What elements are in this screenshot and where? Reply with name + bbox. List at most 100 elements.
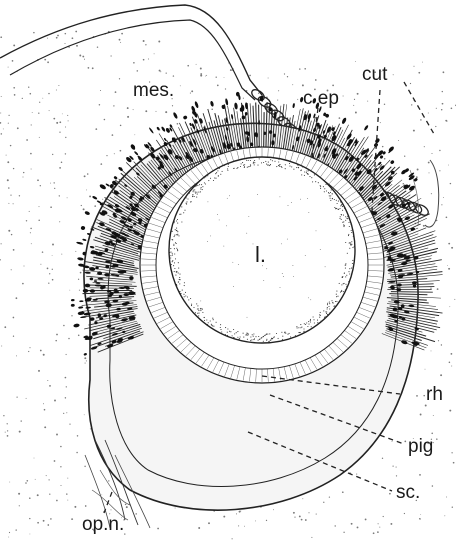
- lens-dot: [305, 255, 306, 256]
- lens-dot: [302, 166, 303, 167]
- lens-dot: [268, 341, 269, 342]
- mes-dot: [47, 38, 48, 39]
- lens-dot: [344, 273, 345, 274]
- lens-dot: [219, 168, 220, 169]
- lens-dot: [282, 339, 283, 340]
- lens-dot: [266, 339, 267, 340]
- lens-dot: [336, 294, 337, 295]
- mes-dot: [302, 498, 303, 499]
- lens-dot: [336, 291, 337, 292]
- lens-dot: [177, 223, 178, 224]
- mes-dot: [180, 85, 181, 86]
- lens-dot: [297, 164, 298, 165]
- mes-dot: [156, 111, 157, 112]
- mes-dot: [13, 203, 14, 204]
- lens-dot: [172, 260, 173, 261]
- pigment-dot: [114, 289, 118, 291]
- mes-dot: [43, 403, 44, 404]
- mes-dot: [435, 126, 436, 127]
- pigment-dot: [169, 124, 173, 128]
- lens-dot: [328, 192, 329, 193]
- mes-dot: [52, 279, 54, 281]
- lens-dot: [351, 244, 352, 245]
- mes-dot: [430, 288, 431, 289]
- lens-dot: [176, 234, 177, 235]
- lens-dot: [255, 336, 256, 337]
- lens-dot: [233, 286, 234, 287]
- lens-dot: [176, 228, 177, 229]
- pigment-dot: [390, 160, 395, 165]
- mes-dot: [67, 500, 68, 501]
- mes-dot: [77, 435, 78, 436]
- mes-dot: [133, 109, 134, 110]
- lens-dot: [194, 196, 195, 197]
- lens-dot: [193, 190, 194, 191]
- mes-dot: [11, 234, 12, 235]
- mes-dot: [56, 500, 58, 502]
- lens-dot: [174, 271, 175, 272]
- lens-dot: [196, 303, 197, 304]
- lens-dot: [215, 173, 216, 174]
- mes-dot: [22, 283, 24, 285]
- mes-dot: [353, 105, 354, 106]
- mes-dot: [441, 344, 442, 345]
- lens-dot: [210, 178, 211, 179]
- lens-dot: [324, 188, 325, 189]
- lens-dot: [342, 210, 343, 211]
- mes-dot: [83, 208, 85, 210]
- pigment-dot: [231, 114, 234, 119]
- mes-dot: [419, 474, 421, 476]
- lens-dot: [201, 184, 202, 185]
- lens-dot: [250, 160, 251, 161]
- pigment-dot: [107, 290, 111, 292]
- mes-dot: [439, 170, 440, 171]
- mes-dot: [65, 137, 66, 138]
- lens-dot: [348, 271, 349, 272]
- lens-dot: [172, 255, 173, 256]
- mes-dot: [255, 520, 256, 521]
- pigment-dot: [77, 257, 84, 261]
- lens-dot: [291, 166, 292, 167]
- mes-dot: [365, 518, 367, 520]
- lens-dot: [201, 187, 202, 188]
- lens-dot: [246, 233, 247, 234]
- lens-dot: [169, 252, 170, 253]
- lens-dot: [309, 176, 310, 177]
- lens-dot: [343, 215, 344, 216]
- lens-dot: [207, 324, 208, 325]
- lens-dot: [187, 305, 188, 306]
- lens-dot: [194, 189, 195, 190]
- label-cep: c ep: [303, 88, 339, 109]
- mes-dot: [10, 145, 11, 146]
- lens-dot: [180, 293, 181, 294]
- lens-dot: [252, 334, 253, 335]
- mes-dot: [448, 243, 450, 245]
- pigment-dot: [292, 103, 295, 108]
- mes-dot: [76, 452, 78, 454]
- mes-dot: [29, 211, 30, 212]
- mes-dot: [315, 79, 317, 81]
- mes-dot: [165, 111, 167, 113]
- lens-dot: [178, 235, 179, 236]
- mes-dot: [7, 161, 9, 163]
- mes-dot: [52, 269, 53, 270]
- lens-dot: [176, 248, 177, 249]
- lens-dot: [251, 339, 252, 340]
- mes-dot: [451, 247, 453, 249]
- pigment-dot: [189, 123, 192, 127]
- mes-dot: [72, 37, 74, 39]
- lens-dot: [202, 186, 203, 187]
- mes-dot: [232, 538, 233, 539]
- lens-dot: [253, 163, 254, 164]
- lens-dot: [258, 336, 259, 337]
- mes-dot: [0, 36, 2, 38]
- mes-dot: [75, 251, 76, 252]
- mes-dot: [61, 254, 62, 255]
- lens-dot: [320, 315, 321, 316]
- mes-dot: [126, 506, 128, 508]
- lens-dot: [252, 342, 253, 343]
- lens-dot: [198, 192, 199, 193]
- mes-dot: [431, 433, 433, 435]
- lens-dot: [246, 160, 247, 161]
- mes-dot: [124, 533, 125, 534]
